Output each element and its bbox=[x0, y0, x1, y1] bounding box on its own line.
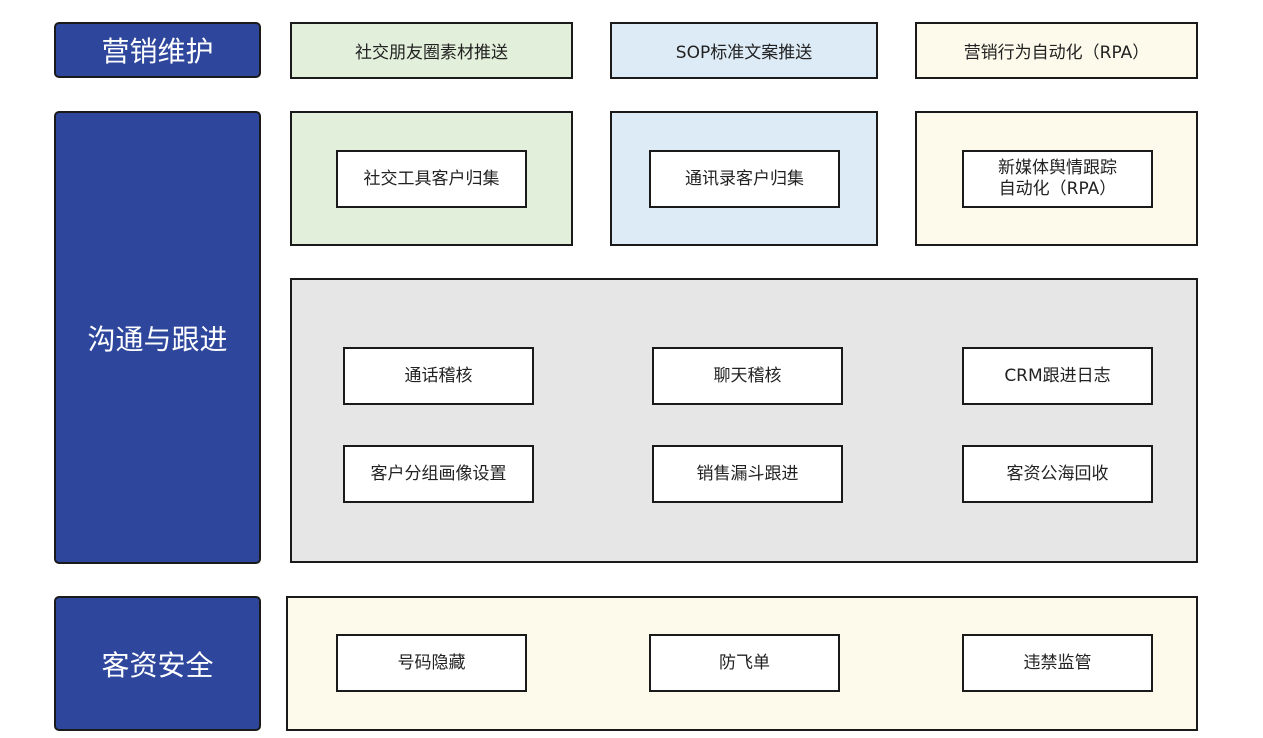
category-security: 客资安全 bbox=[54, 596, 261, 731]
category-security-label: 客资安全 bbox=[101, 648, 214, 682]
collect-item-media-tracking-label: 新媒体舆情跟踪 自动化（RPA） bbox=[998, 158, 1117, 199]
marketing-item-rpa: 营销行为自动化（RPA） bbox=[915, 22, 1198, 79]
security-item-anti-poaching: 防飞单 bbox=[649, 634, 840, 692]
collect-item-contacts-label: 通讯录客户归集 bbox=[685, 168, 804, 189]
process-item-call-audit: 通话稽核 bbox=[343, 347, 534, 405]
process-item-call-audit-label: 通话稽核 bbox=[404, 365, 473, 386]
security-item-violation-monitor: 违禁监管 bbox=[962, 634, 1153, 692]
security-item-anti-poaching-label: 防飞单 bbox=[719, 652, 770, 673]
marketing-item-sop-label: SOP标准文案推送 bbox=[675, 43, 813, 63]
collect-item-social-tools: 社交工具客户归集 bbox=[336, 150, 527, 208]
process-item-customer-grouping: 客户分组画像设置 bbox=[343, 445, 534, 503]
collect-item-contacts: 通讯录客户归集 bbox=[649, 150, 840, 208]
marketing-item-moments-label: 社交朋友圈素材推送 bbox=[355, 43, 508, 63]
process-item-crm-log-label: CRM跟进日志 bbox=[1004, 365, 1111, 386]
process-item-chat-audit: 聊天稽核 bbox=[652, 347, 843, 405]
process-item-sales-funnel-label: 销售漏斗跟进 bbox=[696, 463, 799, 484]
process-item-public-pool-label: 客资公海回收 bbox=[1006, 463, 1109, 484]
process-item-chat-audit-label: 聊天稽核 bbox=[713, 365, 782, 386]
collect-item-social-tools-label: 社交工具客户归集 bbox=[363, 168, 500, 189]
security-item-number-hiding: 号码隐藏 bbox=[336, 634, 527, 692]
marketing-item-sop: SOP标准文案推送 bbox=[610, 22, 878, 79]
category-communication: 沟通与跟进 bbox=[54, 111, 261, 564]
marketing-item-rpa-label: 营销行为自动化（RPA） bbox=[963, 43, 1150, 63]
category-communication-label: 沟通与跟进 bbox=[87, 322, 228, 356]
process-item-customer-grouping-label: 客户分组画像设置 bbox=[370, 463, 507, 484]
collect-item-media-tracking: 新媒体舆情跟踪 自动化（RPA） bbox=[962, 150, 1153, 208]
security-item-violation-monitor-label: 违禁监管 bbox=[1023, 652, 1092, 673]
category-marketing-label: 营销维护 bbox=[101, 35, 214, 68]
security-item-number-hiding-label: 号码隐藏 bbox=[397, 652, 466, 673]
process-item-sales-funnel: 销售漏斗跟进 bbox=[652, 445, 843, 503]
marketing-item-moments: 社交朋友圈素材推送 bbox=[290, 22, 573, 79]
process-item-crm-log: CRM跟进日志 bbox=[962, 347, 1153, 405]
process-item-public-pool: 客资公海回收 bbox=[962, 445, 1153, 503]
panel-follow-up bbox=[290, 278, 1198, 563]
category-marketing: 营销维护 bbox=[54, 22, 261, 78]
